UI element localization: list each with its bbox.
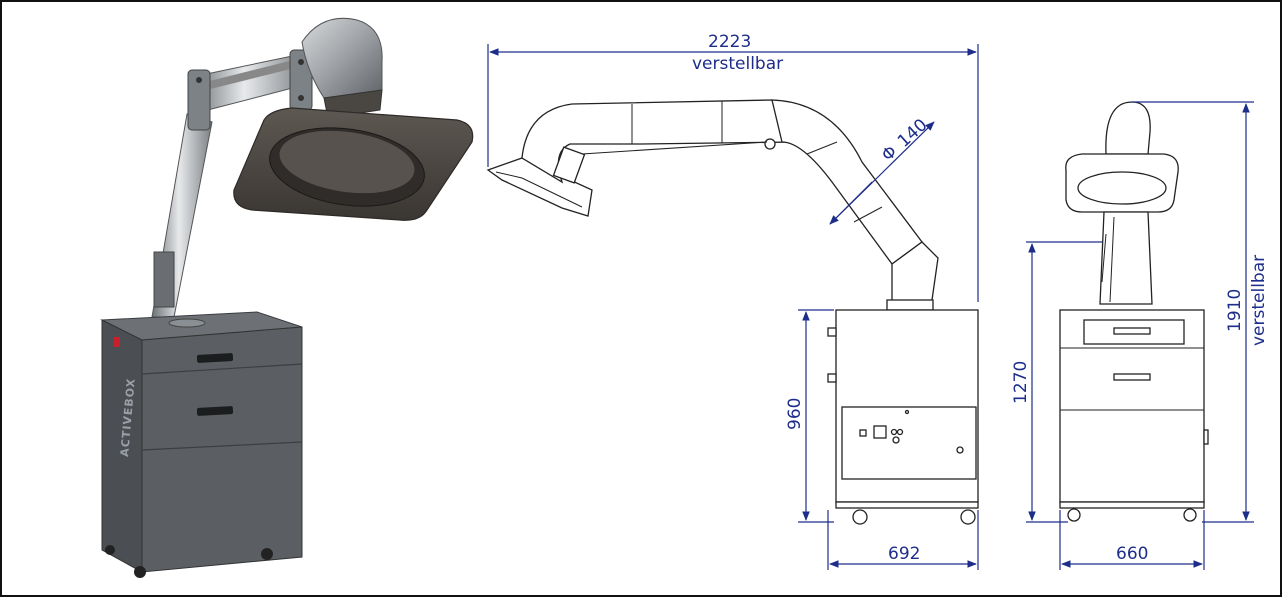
dimension-label-2223: 2223 — [708, 32, 751, 52]
dimension-label-960: 960 — [785, 398, 805, 430]
side-view-drawing — [486, 99, 979, 525]
dimension-label-692: 692 — [888, 544, 920, 564]
dimension-width-arm: 2223 verstellbar — [487, 32, 979, 302]
product-photo: ACTIVEBOX — [100, 17, 474, 578]
dimension-depth-unit-side: 692 — [827, 510, 979, 570]
dimension-height-arm-front: 1270 — [1011, 241, 1102, 523]
dimension-label-1910: 1910 — [1225, 289, 1245, 332]
dimension-label-1270: 1270 — [1011, 361, 1031, 404]
dimension-height-unit-side: 960 — [785, 309, 834, 523]
diameter-symbol: Φ — [878, 142, 901, 166]
dimension-label-660: 660 — [1116, 544, 1148, 564]
dimension-width-unit-front: 660 — [1059, 510, 1205, 570]
dimension-height-total: 1910 verstellbar — [1132, 101, 1269, 523]
dimension-label-140: 140 — [894, 115, 932, 152]
dimension-note-verstellbar: verstellbar — [692, 54, 783, 74]
front-view-drawing — [1059, 101, 1209, 522]
dimension-note-verstellbar-2: verstellbar — [1249, 255, 1269, 346]
